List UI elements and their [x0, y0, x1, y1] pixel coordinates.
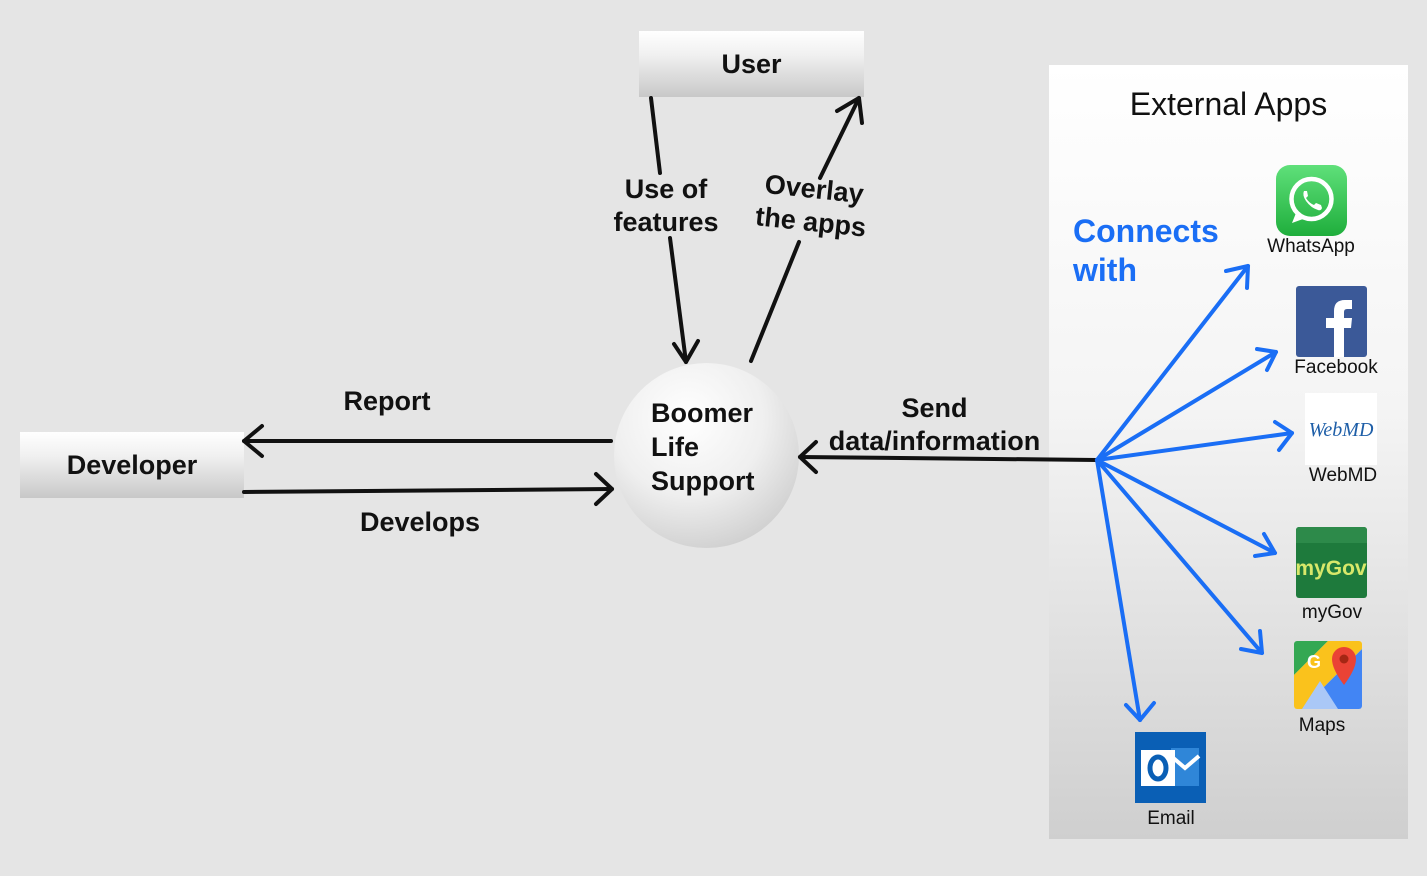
develops-arrowhead: [594, 472, 614, 506]
whatsapp-label: WhatsApp: [1267, 236, 1355, 257]
boomer-life-support-label: Boomer Life Support: [651, 398, 755, 496]
send-data-arrow: [798, 455, 1099, 462]
report-label: Report: [343, 386, 431, 416]
connect-facebook-arrow: [1095, 350, 1278, 462]
connects-with-label: Connects with: [1073, 213, 1219, 288]
connect-whatsapp-arrow: [1095, 264, 1250, 462]
connect-email-arrow: [1095, 458, 1142, 722]
connect-email-arrowhead: [1124, 701, 1156, 722]
svg-text:G: G: [1307, 652, 1321, 672]
connect-webmd-arrowhead: [1273, 420, 1294, 452]
mygov-logo-text: myGov: [1296, 557, 1367, 580]
facebook-label: Facebook: [1294, 357, 1378, 378]
facebook-icon: [1296, 286, 1367, 357]
connect-maps-arrow: [1095, 458, 1264, 655]
use-of-features-label: Use of features: [613, 174, 719, 237]
mygov-label: myGov: [1301, 602, 1363, 623]
connect-facebook-arrowhead: [1255, 347, 1278, 372]
maps-icon: G: [1294, 641, 1362, 709]
webmd-icon: WebMD: [1305, 393, 1377, 465]
webmd-label: WebMD: [1308, 465, 1378, 486]
overlay-arrow-lower: [749, 240, 801, 363]
develops-label: Develops: [359, 507, 481, 537]
use-of-features-arrow: [649, 96, 662, 175]
mygov-icon: myGov: [1296, 527, 1367, 598]
external-apps-title: External Apps: [1129, 86, 1328, 122]
boomer-life-support-node: [614, 363, 799, 548]
connect-mygov-arrowhead: [1253, 532, 1277, 558]
maps-label: Maps: [1298, 715, 1346, 736]
develops-arrow: [242, 487, 614, 494]
overlay-the-apps-label: Overlay the apps: [754, 168, 868, 243]
whatsapp-icon: [1276, 165, 1347, 236]
developer-node: Developer: [20, 432, 244, 498]
connect-webmd-arrow: [1095, 431, 1294, 462]
email-label: Email: [1147, 808, 1195, 829]
webmd-logo-text: WebMD: [1309, 419, 1374, 441]
report-arrowhead: [242, 424, 264, 458]
connect-mygov-arrow: [1095, 458, 1277, 555]
user-node: User: [639, 31, 864, 97]
outlook-icon: [1135, 732, 1206, 803]
connect-whatsapp-arrowhead: [1224, 264, 1250, 290]
use-of-features-arrowhead: [672, 339, 700, 364]
send-data-arrowhead: [798, 440, 818, 474]
connect-maps-arrowhead: [1239, 629, 1264, 655]
use-of-features-arrow-lower: [668, 236, 688, 364]
overlay-arrow-upper: [818, 96, 861, 180]
send-data-label: Send data/information: [828, 393, 1041, 456]
overlay-arrowhead: [835, 96, 864, 125]
